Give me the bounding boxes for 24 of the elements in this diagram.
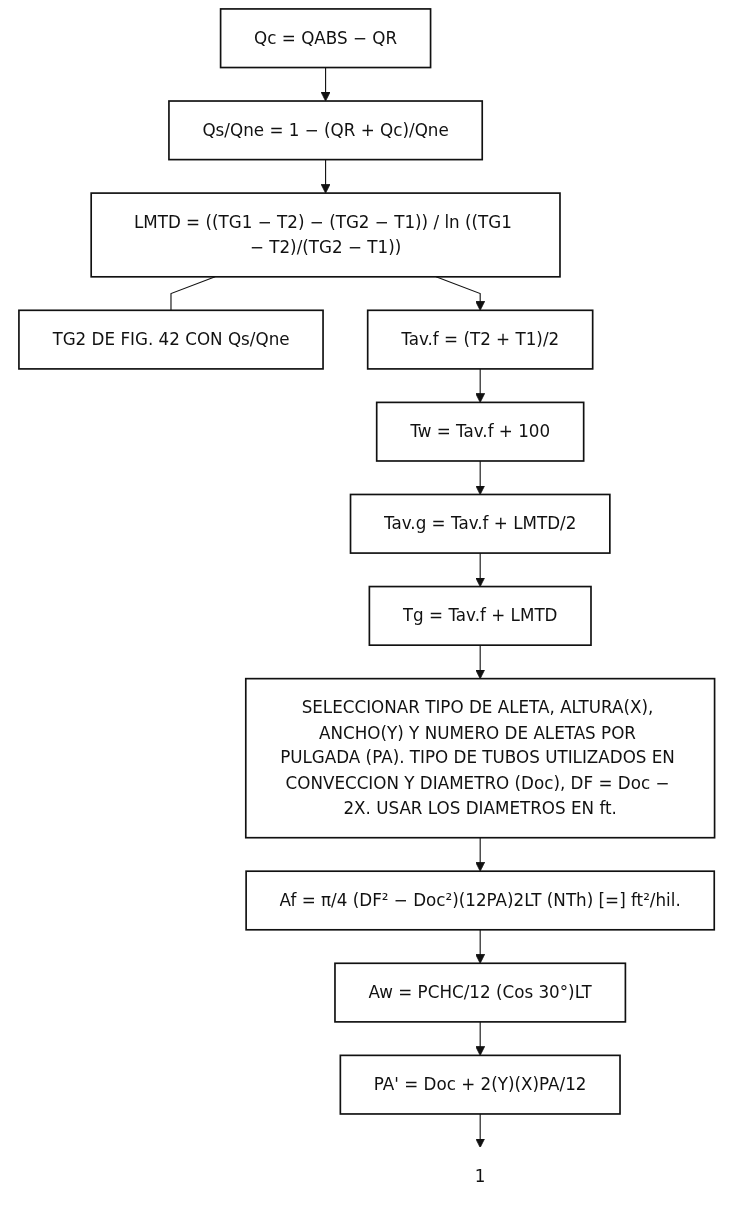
- node-box: Af = π/4 (DF² − Doc²)(12PA)2LT (NTh) [=] ft²/hil.: [245, 870, 715, 931]
- arrow: [475, 1021, 485, 1056]
- arrow: [475, 1113, 485, 1148]
- node-text: 1: [474, 1166, 486, 1187]
- node-box: Aw = PCHC/12 (Cos 30°)LT: [333, 962, 626, 1023]
- node-box: Qc = QABS − QR: [219, 8, 432, 69]
- node-box: PA' = Doc + 2(Y)(X)PA/12: [339, 1054, 621, 1115]
- arrow: [475, 837, 485, 872]
- node-box: Qs/Qne = 1 − (QR + Qc)/Qne: [167, 100, 483, 161]
- arrow: [320, 66, 331, 102]
- node-box: Tg = Tav.f + LMTD: [368, 585, 592, 646]
- node-box: TG2 DE FIG. 42 CON Qs/Qne: [17, 309, 324, 370]
- node-box: Tav.g = Tav.f + LMTD/2: [349, 493, 611, 554]
- connector: [170, 276, 216, 311]
- arrow: [475, 929, 485, 964]
- arrow: [475, 368, 485, 403]
- arrow: [475, 552, 485, 587]
- arrow: [475, 460, 485, 495]
- node-box: Tw = Tav.f + 100: [375, 401, 585, 462]
- arrow: [475, 644, 485, 680]
- node-box: SELECCIONAR TIPO DE ALETA, ALTURA(X), ANCHO(Y) Y NUMERO DE ALETAS POR PULGADA (PA). TIPO DE TUBOS UTILIZADOS EN CONVECCION Y DIAMETRO (Doc), DF = Doc − 2X. USAR LOS DIAMETROS EN ft.: [244, 677, 716, 839]
- arrow: [320, 159, 331, 194]
- node-box: LMTD = ((TG1 − T2) − (TG2 − T1)) / ln ((TG1 − T2)/(TG2 − T1)): [90, 192, 561, 278]
- node-box: Tav.f = (T2 + T1)/2: [366, 309, 594, 370]
